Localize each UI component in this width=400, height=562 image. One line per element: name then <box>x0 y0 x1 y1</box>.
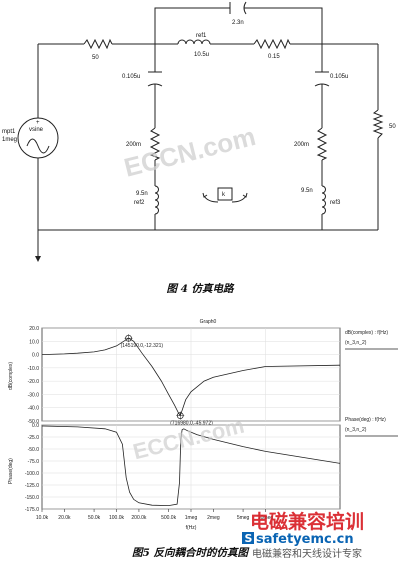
ground-arrow-icon <box>35 256 41 262</box>
x-tick-label: 5meg <box>237 515 250 521</box>
magnitude-y-tick-label: 0.0 <box>32 353 39 359</box>
magnitude-annotations: (145190.0,-12.321) (716980.0,-45.972) <box>121 334 213 427</box>
inductor-top <box>177 39 211 45</box>
legend-magnitude-series: (n_3,n_2) <box>345 340 367 346</box>
phase-series-line <box>41 425 341 507</box>
inductor-left <box>154 185 159 215</box>
label-cap-right: 0.105u <box>330 74 348 80</box>
magnitude-y-tick-label: -40.0 <box>28 406 40 412</box>
phase-grid <box>116 425 266 509</box>
x-tick-label: 20.0k <box>58 515 71 521</box>
x-tick-label: 200.0k <box>131 515 147 521</box>
label-r-load: 50 <box>389 124 396 130</box>
legend-phase: Phase(deg) : f(Hz) (n_3,n_2) <box>345 417 398 437</box>
site-logo: 电磁兼容培训 S safetyemc.cn 电磁兼容和天线设计专家 <box>242 510 364 560</box>
magnitude-grid <box>116 328 266 421</box>
coupling-arc-right <box>231 195 247 203</box>
legend-magnitude-label: dB(complex) : f(Hz) <box>345 330 388 336</box>
wire-cap-top <box>154 7 323 44</box>
logo-sub-text: 电磁兼容和天线设计专家 <box>252 547 362 560</box>
magnitude-panel: 20.0 10.0 0.0 -10.0 -20.0 -30.0 -40.0 -50.0 dB(… <box>8 326 341 427</box>
source-value-label: 1meg <box>2 137 17 143</box>
magnitude-y-ticks: 20.0 10.0 0.0 -10.0 -20.0 -30.0 -40.0 -50.0 <box>28 326 340 425</box>
magnitude-y-tick-label: -10.0 <box>28 366 40 372</box>
phase-y-tick-label: -125.0 <box>25 483 39 489</box>
x-tick-label: 2meg <box>207 515 220 521</box>
phase-y-tick-label: -50.0 <box>28 447 40 453</box>
label-r-series-left: 50 <box>92 55 99 61</box>
annotation-label: (716980.0,-45.972) <box>170 421 213 427</box>
source-plus: + <box>36 120 40 126</box>
x-tick-label: 500.0k <box>161 515 177 521</box>
logo-s-letter: S <box>245 532 253 545</box>
phase-y-tick-label: -75.0 <box>28 459 40 465</box>
resistor-load <box>372 109 384 139</box>
phase-y-tick-label: -175.0 <box>25 507 39 513</box>
label-ref1-name: ref1 <box>196 33 207 39</box>
capacitor-top <box>229 1 247 15</box>
magnitude-y-tick-label: -50.0 <box>28 419 40 425</box>
magnitude-series-line <box>41 337 341 417</box>
resistor-top-right <box>253 38 291 50</box>
figure4-caption: 图 4 仿真电路 <box>166 282 235 295</box>
source-type-label: vsine <box>29 127 44 133</box>
x-tick-label: 1meg <box>185 515 198 521</box>
magnitude-y-tick-label: 20.0 <box>29 326 39 332</box>
magnitude-y-tick-label: -30.0 <box>28 392 40 398</box>
label-ref1-value: 10.5u <box>194 52 209 58</box>
coupling-label: k <box>222 192 226 198</box>
magnitude-y-axis-label: dB(complex) <box>8 362 14 390</box>
x-tick-label: 10.0k <box>36 515 49 521</box>
resistor-top-left <box>83 38 113 50</box>
phase-y-axis-label: Phase(deg) <box>8 458 14 484</box>
label-l-right-value: 9.5n <box>301 188 313 194</box>
coupling-arc-left <box>203 195 219 203</box>
magnitude-y-tick-label: -20.0 <box>28 379 40 385</box>
label-l-left-name: ref2 <box>134 200 145 206</box>
phase-y-tick-label: 0.0 <box>32 423 39 429</box>
phase-y-tick-label: -100.0 <box>25 471 39 477</box>
coupling-element: k <box>202 187 248 203</box>
x-tick-label: 10meg <box>258 515 274 521</box>
watermark-fig4: ECCN.com <box>121 121 259 183</box>
logo-s-badge <box>242 532 254 544</box>
label-r-top-right: 0.15 <box>268 54 280 60</box>
x-tick-label: 50.0k <box>88 515 101 521</box>
legend-magnitude: dB(complex) : f(Hz) (n_3,n_2) <box>345 330 398 350</box>
phase-y-ticks: 0.0 -25.0 -50.0 -75.0 -100.0 -125.0 -150.0 -175… <box>25 423 340 513</box>
capacitor-right <box>314 71 330 87</box>
label-r-right-mid: 200m <box>294 142 309 148</box>
phase-y-tick-label: -150.0 <box>25 495 39 501</box>
magnitude-y-tick-label: 10.0 <box>29 339 39 345</box>
label-cap-left: 0.105u <box>122 74 140 80</box>
x-tick-label: 100.0k <box>109 515 125 521</box>
graph-title: Graph0 <box>200 319 217 325</box>
legend-phase-series: (n_3,n_2) <box>345 427 367 433</box>
resistor-right-mid <box>316 127 328 161</box>
voltage-source: vsine + <box>17 117 59 159</box>
label-r-left-mid: 200m <box>126 142 141 148</box>
label-l-right-name: ref3 <box>330 200 341 206</box>
phase-panel: 0.0 -25.0 -50.0 -75.0 -100.0 -125.0 -150.0 -175… <box>8 423 341 513</box>
x-axis-label: f(Hz) <box>186 525 197 531</box>
figure5-caption: 图5 反向耦合时的仿真图 <box>132 546 249 559</box>
inductor-right <box>321 185 326 215</box>
phase-y-tick-label: -25.0 <box>28 435 40 441</box>
capacitor-left <box>147 71 163 87</box>
frequency-x-ticks: 10.0k 20.0k 50.0k 100.0k 200.0k 500.0k 1meg 2me… <box>36 509 273 521</box>
legend-phase-label: Phase(deg) : f(Hz) <box>345 417 386 423</box>
source-name-label: mpt1 <box>2 129 16 135</box>
circuit-diagram <box>37 7 379 258</box>
resistor-left-mid <box>149 127 161 161</box>
label-l-left-value: 9.5n <box>136 191 148 197</box>
logo-url-text: safetyemc.cn <box>256 532 354 547</box>
label-cap-top: 2.3n <box>232 20 244 26</box>
logo-main-text: 电磁兼容培训 <box>250 510 364 533</box>
sine-wave-icon <box>26 138 50 154</box>
annotation-label: (145190.0,-12.321) <box>121 343 164 349</box>
